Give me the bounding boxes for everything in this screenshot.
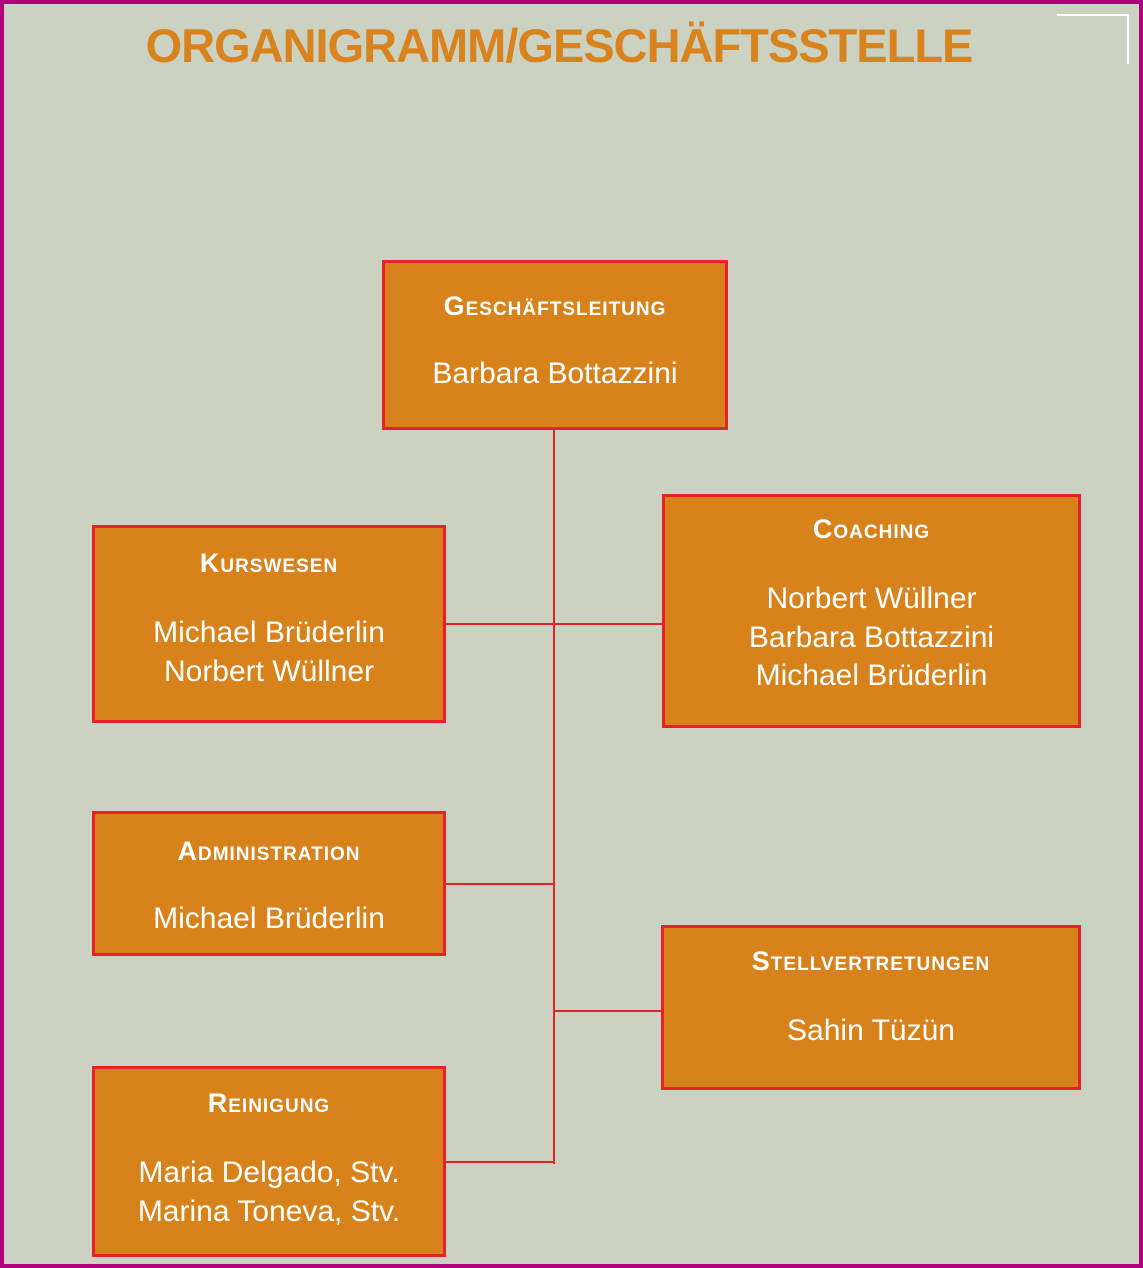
unit-members: Maria Delgado, Stv. Marina Toneva, Stv. (95, 1154, 443, 1231)
unit-members: Michael Brüderlin Norbert Wüllner (95, 614, 443, 691)
member: Norbert Wüllner (766, 582, 977, 615)
unit-heading: Stellvertretungen (751, 946, 991, 976)
unit-members: Norbert Wüllner Barbara Bottazzini Micha… (665, 580, 1078, 696)
unit-heading: Coaching (812, 514, 931, 544)
unit-heading: Geschäftsleitung (443, 291, 667, 321)
member: Barbara Bottazzini (432, 357, 678, 390)
corner-decoration (1057, 14, 1129, 64)
connector-trunk (553, 428, 555, 1164)
member: Barbara Bottazzini (748, 620, 995, 654)
unit-heading: Reinigung (207, 1088, 331, 1118)
unit-coaching: Coaching Norbert Wüllner Barbara Bottazz… (662, 494, 1081, 728)
unit-members: Michael Brüderlin (95, 900, 443, 939)
connector-stellvertretungen (554, 1010, 662, 1012)
connector-administration (445, 883, 555, 885)
member: Michael Brüderlin (153, 902, 385, 935)
page-title: ORGANIGRAMM/GESCHÄFTSSTELLE (145, 19, 974, 72)
member: Michael Brüderlin (153, 616, 385, 649)
unit-members: Barbara Bottazzini (385, 355, 725, 394)
unit-reinigung: Reinigung Maria Delgado, Stv. Marina Ton… (92, 1066, 446, 1257)
unit-heading: Kurswesen (199, 548, 339, 578)
unit-kurswesen: Kurswesen Michael Brüderlin Norbert Wüll… (92, 525, 446, 723)
unit-geschaeftsleitung: Geschäftsleitung Barbara Bottazzini (382, 260, 728, 430)
unit-stellvertretungen: Stellvertretungen Sahin Tüzün (661, 925, 1081, 1090)
member: Norbert Wüllner (163, 654, 375, 688)
member: Michael Brüderlin (755, 659, 988, 692)
member: Marina Toneva, Stv. (137, 1194, 401, 1228)
connector-kurswesen-coaching (445, 623, 663, 625)
unit-administration: Administration Michael Brüderlin (92, 811, 446, 956)
unit-heading: Administration (177, 836, 361, 866)
member: Sahin Tüzün (787, 1014, 955, 1047)
member: Maria Delgado, Stv. (138, 1156, 400, 1189)
unit-members: Sahin Tüzün (664, 1012, 1078, 1051)
org-chart-canvas: ORGANIGRAMM/GESCHÄFTSSTELLE Geschäftslei… (4, 4, 1139, 1264)
connector-reinigung (445, 1161, 555, 1163)
